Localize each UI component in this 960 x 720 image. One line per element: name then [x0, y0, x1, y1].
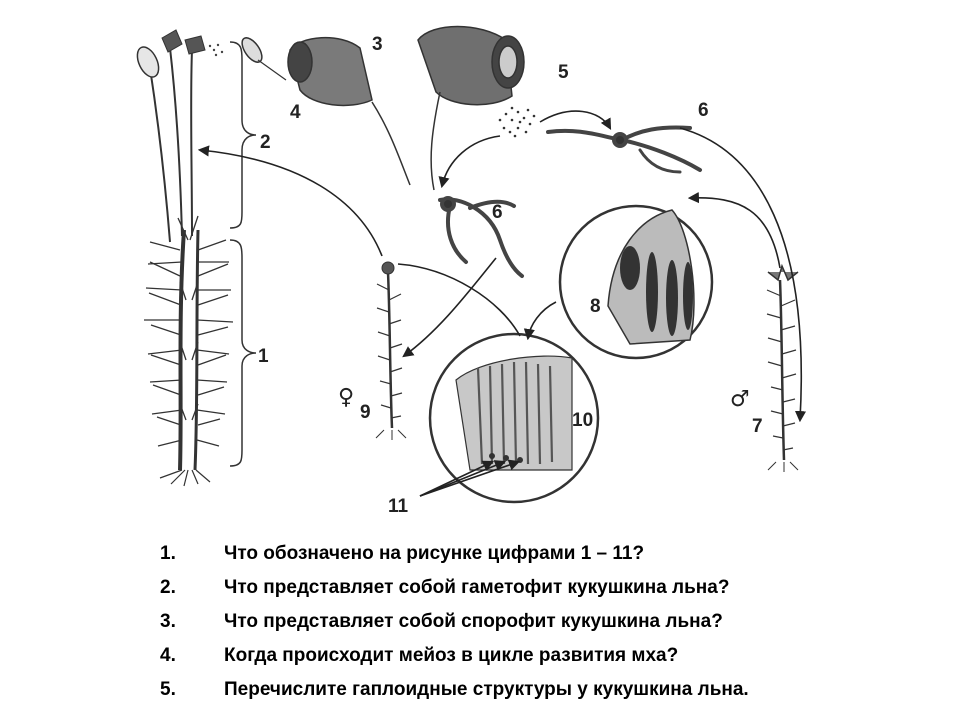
question-item: 3. Что представляет собой спорофит кукушк… [160, 605, 920, 639]
antheridia-magnified [558, 204, 714, 360]
protonema-left [438, 196, 524, 278]
label-7: 7 [752, 416, 763, 437]
question-text: Что обозначено на рисунке цифрами 1 – 11… [224, 543, 645, 564]
male-gametophyte-shoot [766, 263, 799, 472]
question-item: 5. Перечислите гаплоидные структуры у кук… [160, 673, 920, 707]
question-list: 1. Что обозначено на рисунке цифрами 1 – … [160, 537, 920, 707]
question-text: Что представляет собой спорофит кукушкин… [224, 611, 723, 632]
moss-life-cycle-diagram: 1 2 3 4 5 6 6 7 8 9 10 11 ♀ ♂ [136, 25, 807, 517]
question-number: 3. [160, 611, 176, 632]
brace-sporophyte [229, 41, 257, 229]
spores [498, 106, 536, 138]
label-4: 4 [290, 102, 301, 123]
label-3: 3 [372, 34, 383, 55]
question-number: 4. [160, 645, 176, 666]
moss-plant-with-capsules [136, 29, 234, 487]
archegonia-magnified [428, 332, 600, 504]
label-8: 8 [590, 296, 601, 317]
label-1: 1 [258, 346, 269, 367]
question-number: 1. [160, 543, 176, 564]
male-symbol-icon: ♂ [730, 387, 750, 412]
capsule-with-calyptra [241, 37, 287, 81]
label-6-right: 6 [698, 100, 709, 121]
label-5: 5 [558, 62, 569, 83]
question-number: 2. [160, 577, 176, 598]
label-10: 10 [572, 410, 593, 431]
cycle-arrows [197, 110, 807, 497]
label-6-left: 6 [492, 202, 503, 223]
question-text: Когда происходит мейоз в цикле развития … [224, 645, 679, 666]
label-2: 2 [260, 132, 271, 153]
question-text: Перечислите гаплоидные структуры у кукуш… [224, 679, 749, 700]
protonema-right [546, 125, 702, 174]
question-item: 2. Что представляет собой гаметофит кукуш… [160, 571, 920, 605]
open-capsules [287, 25, 525, 191]
label-11: 11 [388, 496, 409, 517]
female-symbol-icon: ♀ [338, 385, 354, 410]
question-text: Что представляет собой гаметофит кукушки… [224, 577, 730, 598]
question-item: 4. Когда происходит мейоз в цикле развити… [160, 639, 920, 673]
female-gametophyte-shoot [375, 261, 407, 440]
label-9: 9 [360, 402, 371, 423]
question-number: 5. [160, 679, 176, 700]
brace-gametophyte [229, 239, 257, 467]
question-item: 1. Что обозначено на рисунке цифрами 1 – … [160, 537, 920, 571]
